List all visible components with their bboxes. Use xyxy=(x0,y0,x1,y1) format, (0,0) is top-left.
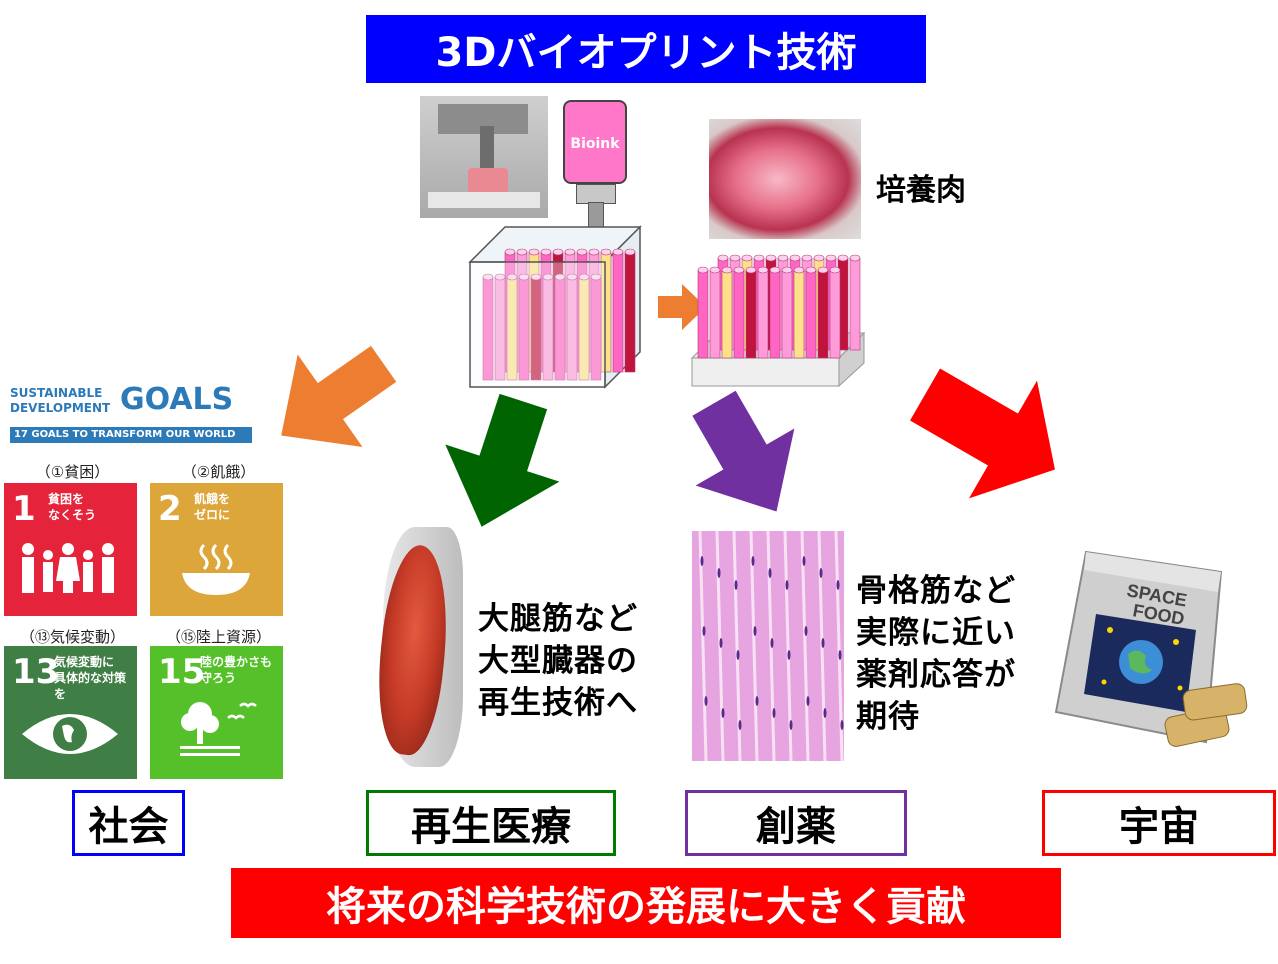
bioink-syringe: Bioink xyxy=(563,100,627,184)
sdg-label-hunger: （②飢餓） xyxy=(181,463,256,481)
sdg-logo-goals: GOALS xyxy=(120,382,234,417)
sdg-logo-line2: DEVELOPMENT xyxy=(10,401,111,415)
category-space: 宇宙 xyxy=(1042,790,1276,856)
sdg-tile-land: 15 陸の豊かさも 守ろう xyxy=(150,646,283,779)
sdg-tile-number: 13 xyxy=(12,652,60,692)
sdg-logo: SUSTAINABLE DEVELOPMENT GOALS 17 GOALS T… xyxy=(10,382,255,446)
bottom-banner-text: 将来の科学技術の発展に大きく貢献 xyxy=(326,884,966,930)
bottom-banner: 将来の科学技術の発展に大きく貢献 xyxy=(231,868,1061,938)
sdg-tile-text: 飢餓を ゼロに xyxy=(194,492,231,522)
arrow-small-orange xyxy=(658,284,706,330)
sdg-tile-number: 2 xyxy=(158,489,182,529)
bowl-icon xyxy=(182,543,250,595)
bioprinter-photo xyxy=(420,96,548,218)
title-banner: 3Dバイオプリント技術 xyxy=(366,15,926,83)
family-icon xyxy=(22,543,114,593)
print-cube xyxy=(468,225,642,389)
muscle-histology-image xyxy=(692,530,844,762)
sdg-tile-text: 気候変動に 具体的な対策を xyxy=(54,655,127,701)
arrow-to-drug xyxy=(692,390,795,512)
sdg-logo-tagline: 17 GOALS TO TRANSFORM OUR WORLD xyxy=(10,427,252,443)
sdg-tile-text: 陸の豊かさも 守ろう xyxy=(200,655,273,685)
printed-tissue xyxy=(690,254,866,388)
sdg-tile-climate: 13 気候変動に 具体的な対策を xyxy=(4,646,137,779)
sdg-tile-number: 15 xyxy=(158,652,206,692)
thigh-muscle-illustration xyxy=(370,527,463,767)
regen-caption: 大腿筋など 大型臓器の 再生技術へ xyxy=(478,601,638,721)
sdg-label-poverty: （①貧困） xyxy=(35,463,110,481)
sdg-label-climate: （⑬気候変動） xyxy=(19,628,125,646)
tree-birds-icon xyxy=(180,702,257,756)
eye-globe-icon xyxy=(22,714,118,754)
cultured-meat-label: 培養肉 xyxy=(876,173,966,208)
space-food-illustration: SPACE FOOD xyxy=(1054,550,1248,747)
sdg-tile-text: 貧困を なくそう xyxy=(48,492,97,522)
sdg-label-land: （⑮陸上資源） xyxy=(165,628,271,646)
arrow-to-regen xyxy=(445,393,560,527)
cultured-meat-photo xyxy=(709,119,861,239)
drug-caption: 骨格筋など 実際に近い 薬剤応答が 期待 xyxy=(856,573,1016,735)
sdg-logo-line1: SUSTAINABLE xyxy=(10,386,103,400)
title-text: 3Dバイオプリント技術 xyxy=(435,30,857,76)
sdg-tile-poverty: 1 貧困を なくそう xyxy=(4,483,137,616)
syringe-neck xyxy=(576,184,616,204)
sdg-tile-hunger: 2 飢餓を ゼロに xyxy=(150,483,283,616)
arrow-to-society xyxy=(281,345,397,448)
arrow-to-space xyxy=(910,368,1055,499)
category-society: 社会 xyxy=(72,790,185,856)
category-drug: 創薬 xyxy=(685,790,907,856)
bioink-label: Bioink xyxy=(570,136,620,152)
category-regen: 再生医療 xyxy=(366,790,616,856)
sdg-tile-number: 1 xyxy=(12,489,36,529)
